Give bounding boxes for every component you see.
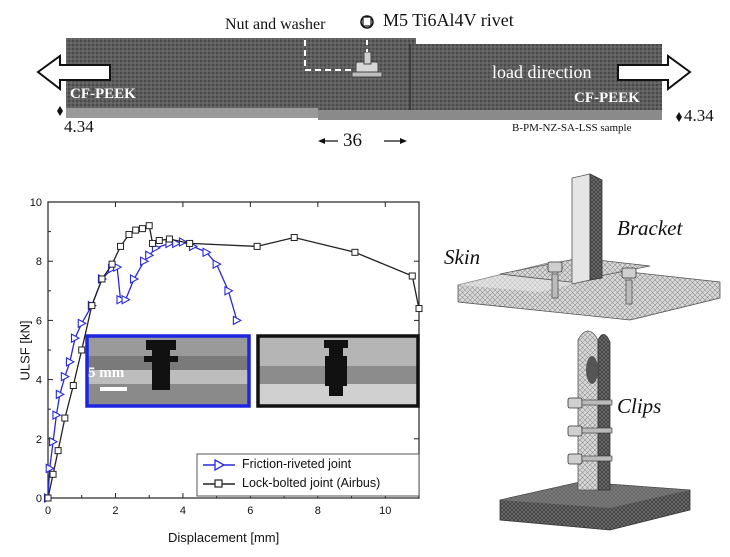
left-thickness-marker [57,106,63,116]
left-plate-label: CF-PEEK [70,86,136,102]
friction-point [65,356,76,367]
x-tick-label: 2 [112,505,118,517]
lockbolt-point [186,239,194,247]
y-tick-label: 2 [36,434,42,446]
nut-callout-line [304,40,352,71]
x-axis-label: Displacement [mm] [168,530,280,545]
x-tick-label: 10 [379,505,391,517]
legend-lockbolt-marker [214,479,223,488]
rivet-nut-icon [351,51,383,78]
lockbolt-point [165,235,173,243]
left-load-arrow [36,54,111,92]
skin-label: Skin [444,245,481,269]
overlap-label: 36 [343,130,362,151]
xray-inset-group [85,334,420,408]
lockbolt-point [415,305,423,313]
legend-lockbolt-label: Lock-bolted joint (Airbus) [242,476,381,490]
friction-point [77,318,87,329]
x-tick-label: 0 [45,505,51,517]
bracket-label: Bracket [617,216,683,240]
x-tick-label: 4 [180,505,186,517]
lock-bolted-xray-inset [256,334,420,408]
friction-point [172,238,182,249]
lockbolt-point [351,248,359,256]
lockbolt-point [132,226,140,234]
specimen-diagram [36,15,692,144]
friction-point [212,259,222,270]
friction-point [52,410,62,421]
rivet-label: M5 Ti6Al4V rivet [383,10,514,30]
lower-plate-edge [318,110,662,120]
lockbolt-point [69,382,77,390]
rivet-callout-icon [360,15,374,29]
clips-assembly-illustration [499,330,691,531]
y-tick-label: 8 [36,256,42,268]
sample-id-label: B-PM-NZ-SA-LSS sample [512,122,632,134]
lockbolt-point [88,302,96,310]
lockbolt-point [149,239,157,247]
y-tick-label: 4 [36,375,42,387]
legend-friction-marker [214,458,226,472]
lockbolt-point [61,414,69,422]
clips-label: Clips [617,394,662,418]
lockbolt-point [125,231,133,239]
lockbolt-point [145,222,153,230]
lockbolt-point [49,470,57,478]
friction-point [116,294,126,305]
nut-washer-label: Nut and washer [225,16,326,33]
assembly-illustrations [457,173,721,531]
friction-point [60,371,71,382]
y-axis-label: ULSF [kN] [17,320,33,381]
y-tick-label: 10 [30,197,42,209]
right-thickness-marker [676,112,682,122]
friction-point [202,247,212,258]
friction-riveted-xray-inset [85,334,251,408]
friction-point [224,285,234,296]
lockbolt-point [54,447,62,455]
y-tick-label: 0 [36,493,42,505]
right-plate-label: CF-PEEK [574,90,640,106]
scale-bar-label: 5 mm [88,365,125,381]
left-thickness-label: 4.34 [64,117,94,136]
x-tick-label: 8 [315,505,321,517]
chart-legend [196,453,420,497]
friction-point [121,294,131,305]
ulsf-chart: 0 2 4 6 8 10 0 2 4 6 8 10 [30,197,423,517]
friction-point [55,389,65,400]
left-plate-edge [66,108,318,118]
legend-friction-label: Friction-riveted joint [242,457,352,471]
friction-point [70,333,81,344]
lockbolt-point [253,242,261,250]
friction-point [45,463,55,474]
y-tick-label: 6 [36,315,42,327]
lockbolt-point [44,494,52,502]
lockbolt-point [290,234,298,242]
bracket-assembly-illustration [457,173,721,321]
x-tick-label: 6 [247,505,253,517]
friction-point [49,436,59,447]
right-thickness-label: 4.34 [684,106,714,125]
load-direction-label: load direction [492,62,592,82]
lockbolt-point [408,272,416,280]
friction-point [140,256,150,267]
lockbolt-point [108,260,116,268]
right-load-arrow [617,54,692,92]
friction-point [145,250,155,261]
lockbolt-point [155,236,163,244]
friction-point [129,274,140,284]
friction-point [232,315,243,326]
lockbolt-point [138,225,146,233]
lockbolt-point [78,346,86,354]
lockbolt-point [98,275,106,283]
overlap-dimension [318,138,407,144]
lockbolt-point [117,242,125,250]
scale-bar [100,387,127,391]
